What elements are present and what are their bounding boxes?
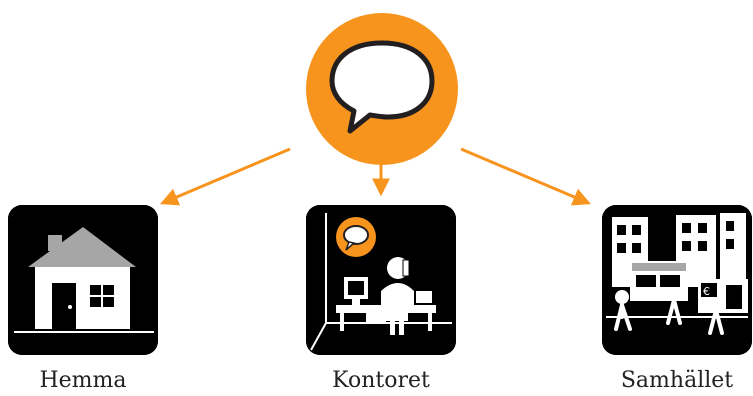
speech-bubble-icon	[306, 13, 458, 165]
city-street-icon: €	[602, 205, 752, 355]
caption-home: Hemma	[39, 368, 127, 393]
tile-home	[8, 205, 158, 355]
tile-office	[306, 205, 456, 355]
svg-text:€: €	[703, 285, 710, 298]
office-worker-icon	[306, 205, 456, 355]
caption-office: Kontoret	[332, 368, 430, 393]
caption-society: Samhället	[620, 368, 734, 393]
house-icon	[8, 205, 158, 355]
arrow-to-society	[460, 147, 591, 206]
tile-society: €	[602, 205, 752, 355]
arrow-to-home	[160, 147, 291, 206]
